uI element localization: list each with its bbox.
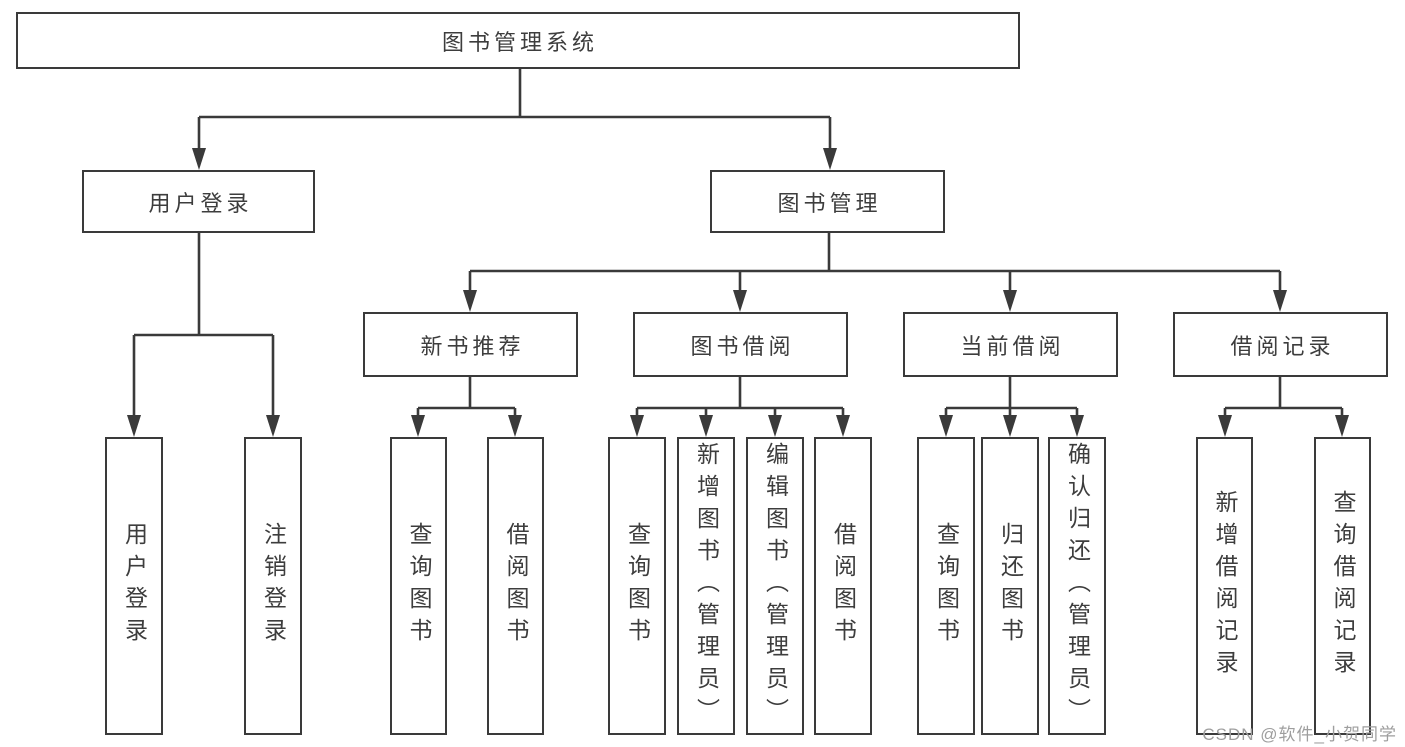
csdn-watermark: CSDN @软件_小贺同学	[1202, 725, 1397, 744]
leaf-confirm-return-admin: 确认归还（管理员）	[1048, 437, 1106, 735]
node-borrowing-records: 借阅记录	[1173, 312, 1388, 377]
leaf-query-books-borrow: 查询图书	[608, 437, 666, 735]
leaf-user-login: 用户登录	[105, 437, 163, 735]
leaf-borrow-books: 借阅图书	[814, 437, 872, 735]
node-book-borrowing: 图书借阅	[633, 312, 848, 377]
leaf-query-books-recommend: 查询图书	[390, 437, 447, 735]
node-new-book-recommend: 新书推荐	[363, 312, 578, 377]
leaf-query-books-current: 查询图书	[917, 437, 975, 735]
leaf-add-books-admin: 新增图书（管理员）	[677, 437, 735, 735]
node-root-system: 图书管理系统	[16, 12, 1020, 69]
node-book-management-module: 图书管理	[710, 170, 945, 233]
leaf-edit-books-admin: 编辑图书（管理员）	[746, 437, 804, 735]
node-user-login-module: 用户登录	[82, 170, 315, 233]
leaf-add-borrow-record: 新增借阅记录	[1196, 437, 1253, 735]
leaf-return-books: 归还图书	[981, 437, 1039, 735]
leaf-borrow-books-recommend: 借阅图书	[487, 437, 544, 735]
leaf-query-borrow-record: 查询借阅记录	[1314, 437, 1371, 735]
node-current-borrowing: 当前借阅	[903, 312, 1118, 377]
leaf-logout: 注销登录	[244, 437, 302, 735]
